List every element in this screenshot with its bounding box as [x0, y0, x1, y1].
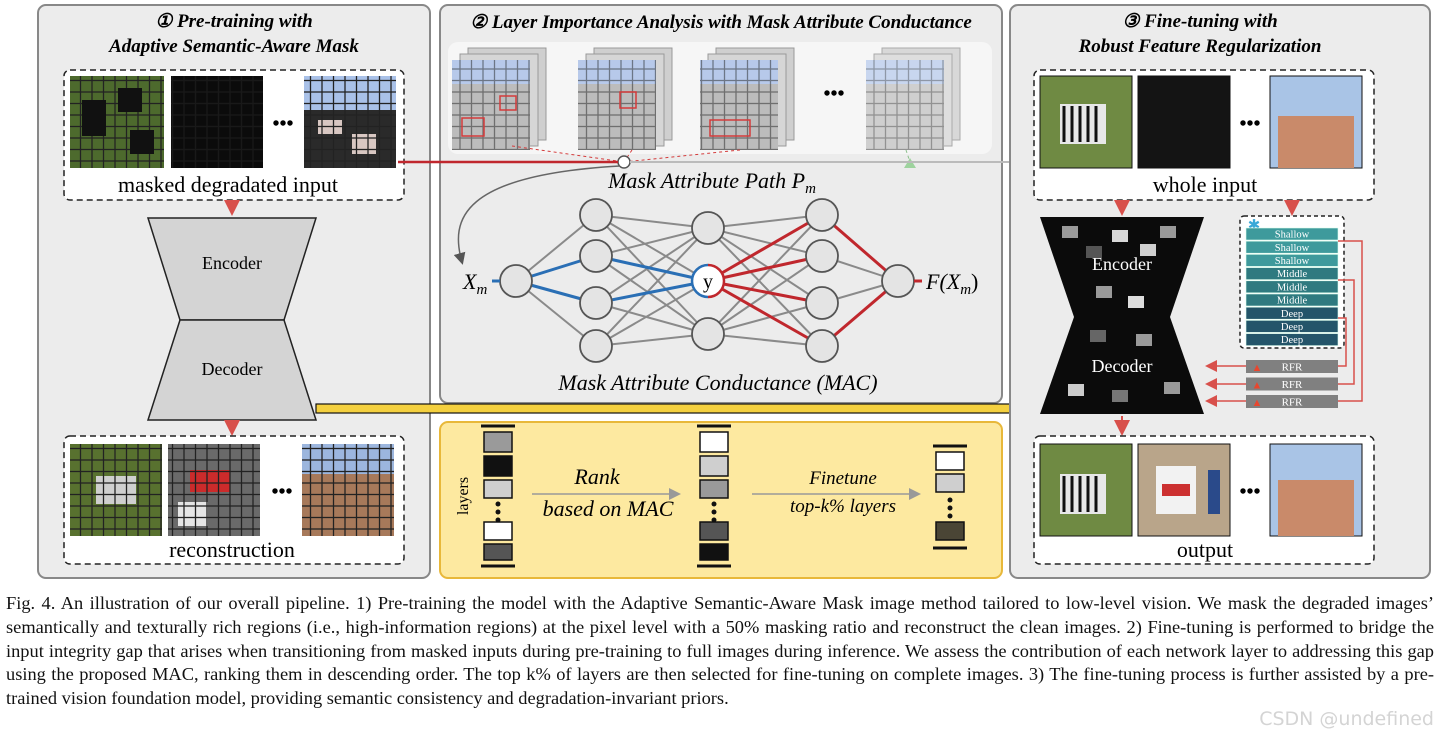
panel2-title: ② Layer Importance Analysis with Mask At…: [470, 12, 972, 33]
whole-input-label: whole input: [1153, 172, 1258, 197]
foundation-layer-3: [1245, 254, 1339, 267]
panel-pretraining: ① Pre-training with Adaptive Semantic-Aw…: [37, 4, 431, 579]
rfr-label-3: RFR: [1282, 397, 1303, 409]
finetune-label-line1: Finetune: [808, 468, 877, 489]
decoder-block: [146, 319, 318, 421]
hidden1-node-3: [579, 286, 613, 320]
mask-path-grid-2: [578, 47, 673, 150]
hidden1-node-4: [579, 329, 613, 363]
hidden2-node-3: [691, 317, 725, 351]
rfr-block-1: [1246, 360, 1338, 373]
hidden1-node-1: [579, 198, 613, 232]
foundation-layer-4: [1245, 267, 1339, 280]
foundation-layer-label-8: Deep: [1281, 322, 1303, 333]
rfr-block-2: [1246, 377, 1338, 391]
y-node-label: y: [703, 271, 713, 293]
mask-path-grid-3: [700, 47, 795, 150]
whole-input-image-2: [1137, 75, 1231, 169]
encoder-label: Encoder: [202, 253, 262, 273]
foundation-layer-label-6: Middle: [1277, 296, 1308, 307]
finetune-encoder-block: [1040, 217, 1204, 317]
layers-label: layers: [455, 477, 472, 515]
masked-input-image-2: [171, 76, 263, 168]
flame-icon: ▲: [1252, 397, 1263, 409]
foundation-layer-label-1: Shallow: [1275, 230, 1310, 241]
output-dots: •••: [1239, 481, 1260, 503]
foundation-layer-6: [1245, 293, 1339, 307]
panel1-title-line1: ① Pre-training with: [155, 11, 312, 32]
rank-label-line2: based on MAC: [543, 496, 674, 521]
reconstruction-image-1: [70, 444, 162, 536]
mask-path-grid-1: [452, 47, 547, 150]
reconstruction-dots: •••: [271, 481, 292, 503]
layer-stack-topk: [933, 444, 967, 550]
finetune-decoder-label: Decoder: [1092, 356, 1153, 376]
mac-label: Mask Attribute Conductance (MAC): [557, 370, 877, 395]
masked-input-image-1: [70, 76, 164, 168]
hidden3-node-3: [805, 286, 839, 320]
rfr-block-3: [1246, 395, 1338, 408]
foundation-layer-7: [1245, 306, 1339, 320]
output-image-2: [1137, 443, 1231, 537]
input-dots: •••: [272, 113, 293, 135]
output-image-3: [1269, 443, 1363, 537]
whole-input-image-1: [1039, 75, 1133, 169]
rank-label-line1: Rank: [573, 464, 620, 489]
flame-icon: ▲: [1252, 380, 1263, 392]
foundation-layer-label-7: Deep: [1281, 309, 1303, 320]
x-m-label: Xm: [462, 269, 487, 298]
output-node: [881, 264, 915, 298]
mask-path-grid-4: [866, 47, 961, 150]
foundation-layer-1: [1245, 227, 1339, 241]
input-node: [499, 264, 533, 298]
hidden3-node-2: [805, 239, 839, 273]
masked-input-image-3: [304, 76, 396, 168]
foundation-layer-5: [1245, 280, 1339, 294]
panel-layer-importance: ② Layer Importance Analysis with Mask At…: [439, 4, 1003, 404]
rfr-stack: ▲ RFR ▲ RFR ▲ RFR: [1246, 360, 1338, 409]
panel1-title-line2: Adaptive Semantic-Aware Mask: [108, 36, 359, 57]
foundation-layer-9: [1245, 333, 1339, 346]
foundation-layer-label-4: Middle: [1277, 269, 1308, 280]
panel3-title-line1: ③ Fine-tuning with: [1122, 11, 1277, 32]
reconstruction-image-3: [302, 444, 394, 536]
hidden2-node-1: [691, 211, 725, 245]
foundation-layer-label-3: Shallow: [1275, 256, 1310, 267]
masked-input-label: masked degradated input: [118, 172, 338, 197]
f-x-m-label: F(Xm): [925, 269, 978, 298]
foundation-layer-label-2: Shallow: [1275, 243, 1310, 254]
flame-icon: ▲: [1252, 362, 1263, 374]
mask-path-dots: •••: [823, 83, 844, 105]
hidden3-node-4: [805, 329, 839, 363]
mask-attribute-path-label: Mask Attribute Path Pm: [607, 168, 816, 197]
reconstruction-label: reconstruction: [169, 537, 295, 562]
hidden3-node-1: [805, 198, 839, 232]
watermark: CSDN @undefined: [1259, 708, 1434, 730]
output-image-1: [1039, 443, 1133, 537]
hidden1-node-2: [579, 239, 613, 273]
rfr-label-2: RFR: [1282, 379, 1303, 391]
whole-input-image-3: [1269, 75, 1363, 169]
foundation-layer-8: [1245, 320, 1339, 333]
foundation-layer-label-9: Deep: [1281, 335, 1303, 346]
layer-stack-ranked: [697, 424, 731, 568]
panel-finetuning: ③ Fine-tuning with Robust Feature Regula…: [1009, 4, 1431, 579]
layer-stack-original: [481, 424, 515, 568]
whole-input-dots: •••: [1239, 113, 1260, 135]
reconstruction-image-2: [168, 444, 260, 536]
panel-layer-ranking: layers Rank based on MAC Finetune: [439, 421, 1003, 579]
foundation-layer-2: [1245, 240, 1339, 254]
finetune-encoder-label: Encoder: [1092, 254, 1152, 274]
decoder-label: Decoder: [202, 359, 263, 379]
finetune-label-line2: top-k% layers: [790, 496, 896, 517]
rfr-label-1: RFR: [1282, 362, 1303, 374]
output-label: output: [1177, 537, 1233, 562]
figure-caption: Fig. 4. An illustration of our overall p…: [6, 593, 1434, 709]
foundation-layer-stack: ShallowShallowShallowMiddleMiddleMiddleD…: [1245, 227, 1339, 346]
foundation-layer-label-5: Middle: [1277, 282, 1308, 293]
panel3-title-line2: Robust Feature Regularization: [1078, 36, 1322, 57]
